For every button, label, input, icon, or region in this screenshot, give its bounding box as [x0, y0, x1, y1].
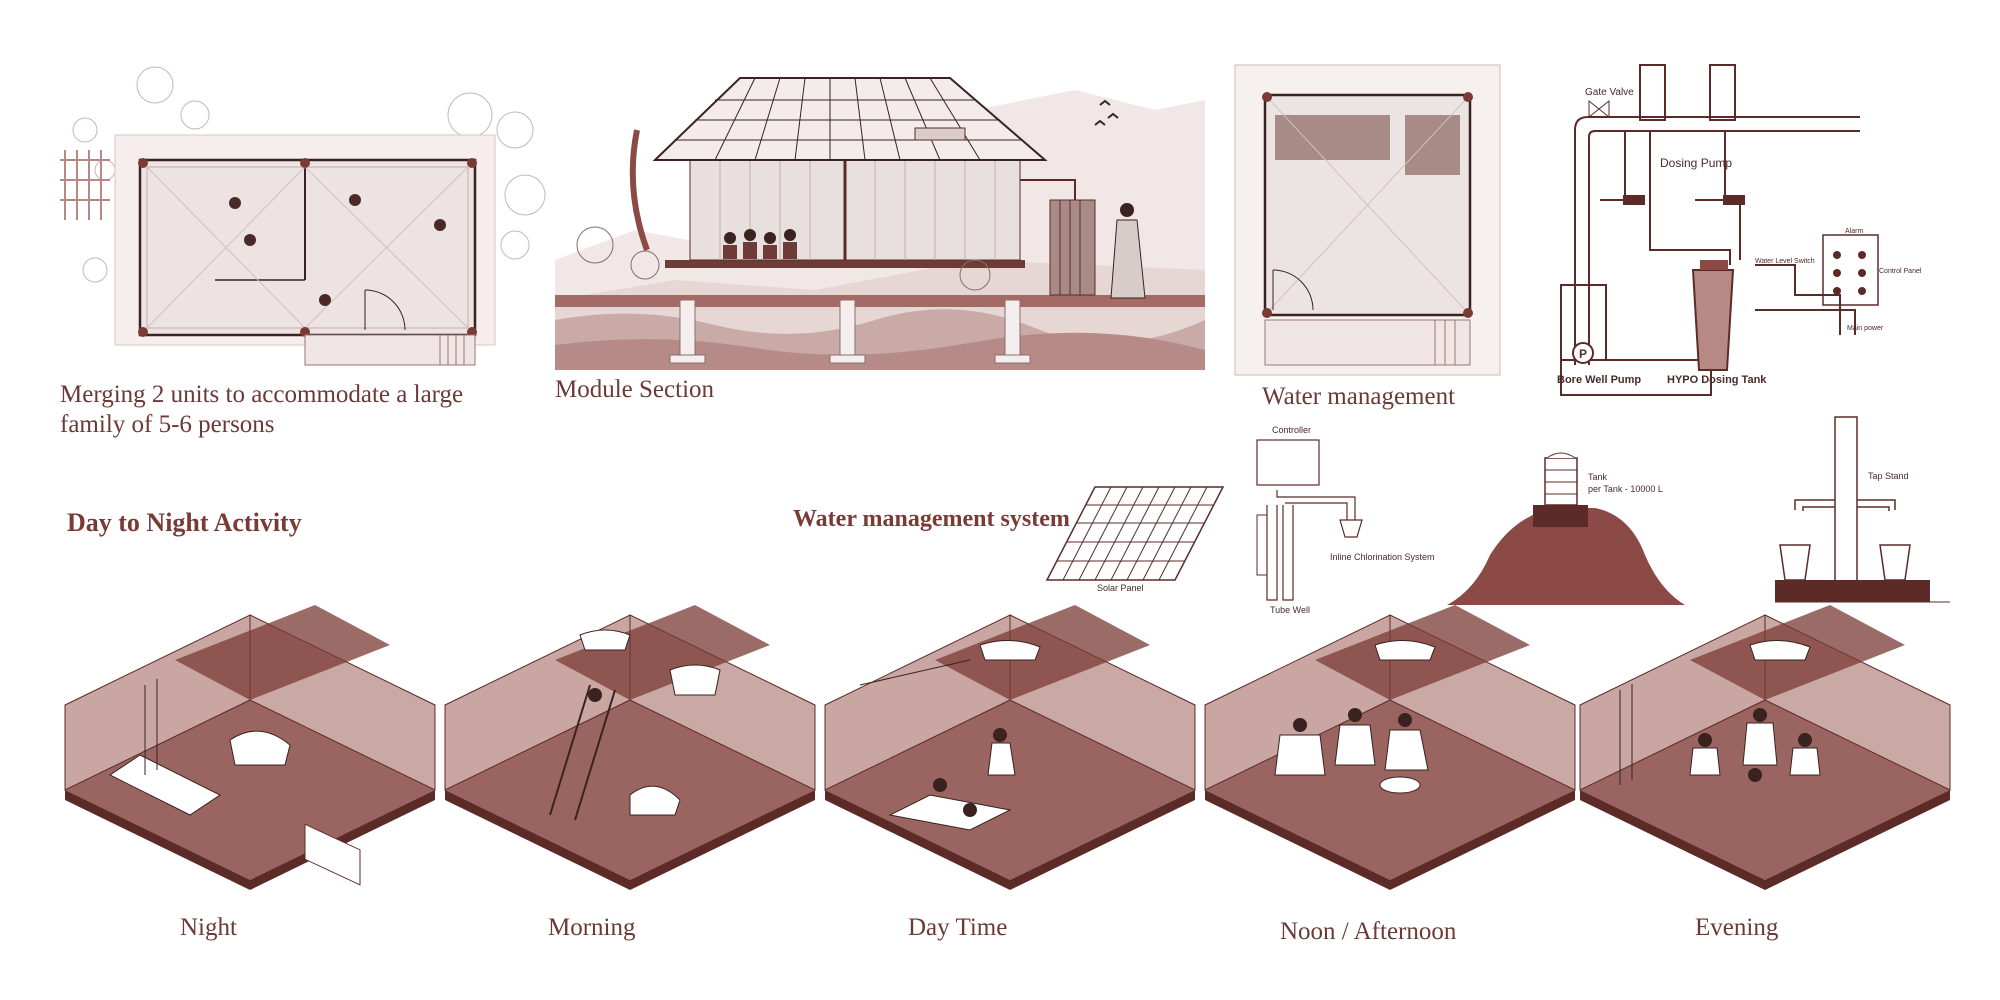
gate-valve-label: Gate Valve — [1585, 87, 1634, 98]
main-power-label: Main power — [1847, 325, 1884, 332]
water-system-title: Water management system — [793, 506, 1070, 532]
tap-stand-label: Tap Stand — [1868, 471, 1909, 481]
scene-daytime-label: Day Time — [908, 914, 1008, 941]
merged-plan-panel — [55, 55, 555, 375]
merged-plan-caption-line2: family of 5-6 persons — [60, 411, 275, 438]
water-level-switch-label: Water Level Switch — [1755, 258, 1815, 265]
merged-plan-caption: Merging 2 units to accommodate a large f… — [60, 380, 540, 440]
module-section-drawing — [555, 77, 1205, 370]
tube-well-label: Tube Well — [1270, 605, 1311, 615]
alarm-label: Alarm — [1845, 228, 1863, 235]
scene-noon: Noon / Afternoon — [1200, 605, 1580, 945]
inline-chlorination-label: Inline Chlorination System — [1330, 552, 1435, 562]
scene-noon-label: Noon / Afternoon — [1280, 918, 1457, 945]
merged-plan-caption-line1: Merging 2 units to accommodate a large — [60, 381, 464, 408]
module-section-panel — [555, 70, 1205, 370]
water-plan-caption: Water management — [1262, 383, 1456, 410]
pump-symbol: P — [1579, 347, 1587, 361]
tank-drawing — [1447, 452, 1685, 605]
tube-well-drawing — [1256, 439, 1363, 601]
scene-daytime: Day Time — [820, 605, 1200, 945]
water-schematic-drawing: P Gate Valve Dosing Pump Alarm Control P… — [1557, 64, 1922, 396]
scene-evening-label: Evening — [1695, 914, 1779, 941]
solar-panel-drawing — [1045, 486, 1225, 581]
tap-stand-drawing — [1775, 416, 1950, 603]
tank-label-line2: per Tank - 10000 L — [1588, 484, 1663, 494]
scene-morning: Morning — [440, 605, 820, 945]
scene-daytime-drawing — [824, 605, 1196, 890]
activity-scenes-row: Night Morning — [60, 605, 1960, 945]
solar-panel-label: Solar Panel — [1097, 583, 1144, 593]
water-schematic-panel: P Gate Valve Dosing Pump Alarm Control P… — [1555, 55, 1922, 400]
scene-night-label: Night — [180, 914, 237, 941]
activity-title: Day to Night Activity — [67, 508, 302, 537]
scene-morning-drawing — [444, 605, 816, 890]
control-panel-label: Control Panel — [1879, 268, 1922, 275]
bore-well-pump-label: Bore Well Pump — [1557, 374, 1641, 386]
hypo-tank-label: HYPO Dosing Tank — [1667, 374, 1767, 386]
scene-evening: Evening — [1575, 605, 1955, 945]
dosing-pump-label: Dosing Pump — [1660, 156, 1732, 170]
water-plan-panel — [1234, 64, 1501, 385]
solar-panel-illustration: Solar Panel — [1045, 485, 1235, 595]
controller-label: Controller — [1272, 425, 1312, 435]
merged-floor-plan-drawing — [60, 66, 546, 366]
module-section-caption: Module Section — [555, 376, 715, 403]
scene-noon-drawing — [1204, 605, 1576, 890]
scene-morning-label: Morning — [548, 914, 636, 941]
scene-night-drawing — [64, 605, 436, 890]
tank-label-line1: Tank — [1588, 472, 1608, 482]
scene-evening-drawing — [1579, 605, 1951, 890]
scene-night: Night — [60, 605, 440, 945]
tube-well-illustration: Controller Inline Chlorination System Tu… — [1255, 425, 1445, 620]
tap-stand-illustration: Tap Stand — [1775, 415, 1955, 615]
water-plan-drawing — [1234, 64, 1501, 376]
tank-illustration: Tank per Tank - 10000 L — [1445, 450, 1695, 610]
